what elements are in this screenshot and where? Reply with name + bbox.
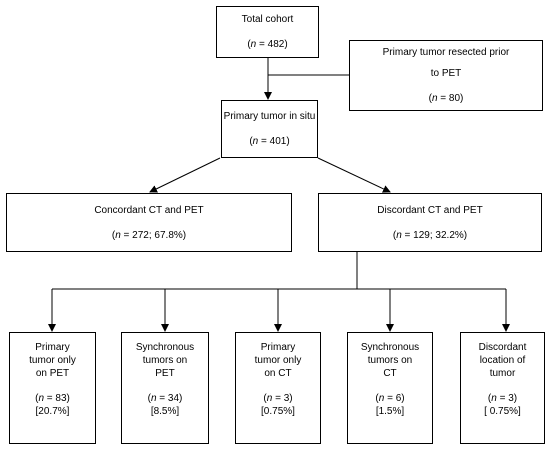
node-pt-ct-line1: Primary — [260, 342, 296, 353]
node-primary-only-pet: Primary tumor only on PET (n = 83) [20.7… — [9, 332, 96, 444]
node-disc-loc-line1: Discordant — [478, 342, 527, 353]
node-total-cohort: Total cohort (n = 482) — [216, 6, 319, 58]
node-synchronous-pet: Synchronous tumors on PET (n = 34) [8.5%… — [121, 332, 209, 444]
node-pt-ct-line2: tumor only — [254, 355, 302, 366]
node-sync-ct-pct: [1.5%] — [375, 406, 405, 417]
node-sync-pet-line2: tumors on — [142, 355, 188, 366]
node-resected-label-2: to PET — [430, 68, 462, 79]
node-concordant-label: Concordant CT and PET — [94, 205, 204, 216]
node-sync-pet-count: (n = 34) — [147, 393, 183, 404]
node-sync-pet-line3: PET — [155, 368, 175, 379]
node-concordant-count: (n = 272; 67.8%) — [111, 230, 187, 241]
node-sync-ct-line3: CT — [383, 368, 397, 379]
node-concordant: Concordant CT and PET (n = 272; 67.8%) — [6, 193, 292, 252]
node-sync-ct-line1: Synchronous — [360, 342, 420, 353]
node-resected-label-1: Primary tumor resected prior — [382, 47, 510, 58]
node-disc-loc-pct: [ 0.75%] — [484, 406, 521, 417]
node-primary-only-ct: Primary tumor only on CT (n = 3) [0.75%] — [235, 332, 321, 444]
node-sync-pet-pct: [8.5%] — [150, 406, 180, 417]
node-sync-ct-count: (n = 6) — [375, 393, 405, 404]
node-insitu-label: Primary tumor in situ — [223, 111, 316, 122]
node-total-count: (n = 482) — [247, 39, 288, 50]
node-pt-pet-count: (n = 83) — [35, 393, 70, 404]
node-discordant-label: Discordant CT and PET — [377, 205, 483, 216]
node-resected-count: (n = 80) — [428, 93, 464, 104]
node-resected: Primary tumor resected prior to PET (n =… — [349, 40, 543, 111]
node-disc-loc-line2: location of — [479, 355, 526, 366]
node-pt-ct-pct: [0.75%] — [261, 406, 295, 417]
node-discordant-count: (n = 129; 32.2%) — [392, 230, 468, 241]
node-sync-pet-line1: Synchronous — [135, 342, 195, 353]
node-disc-loc-line3: tumor — [489, 368, 516, 379]
node-pt-ct-line3: on CT — [264, 368, 292, 379]
node-insitu-count: (n = 401) — [249, 136, 290, 147]
node-sync-ct-line2: tumors on — [367, 355, 413, 366]
node-pt-pet-line1: Primary — [35, 342, 70, 353]
node-in-situ: Primary tumor in situ (n = 401) — [221, 100, 318, 158]
node-discordant: Discordant CT and PET (n = 129; 32.2%) — [318, 193, 542, 252]
node-pt-pet-pct: [20.7%] — [35, 406, 70, 417]
edge-insitu-to-concordant — [149, 157, 221, 193]
node-pt-pet-line3: on PET — [35, 368, 70, 379]
node-disc-loc-count: (n = 3) — [487, 393, 518, 404]
node-synchronous-ct: Synchronous tumors on CT (n = 6) [1.5%] — [347, 332, 433, 444]
node-pt-pet-line2: tumor only — [29, 355, 76, 366]
node-discordant-location: Discordant location of tumor (n = 3) [ 0… — [460, 332, 545, 444]
edge-insitu-to-discordant — [317, 157, 391, 193]
node-pt-ct-count: (n = 3) — [263, 393, 293, 404]
node-total-label: Total cohort — [241, 14, 294, 25]
